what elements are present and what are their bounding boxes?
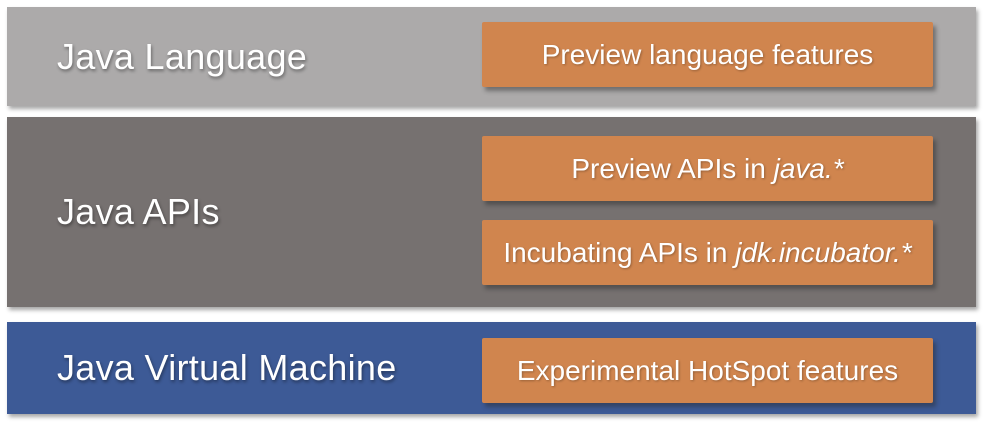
layer-java-apis: Java APIs Preview APIs in java.* Incubat… — [7, 117, 976, 307]
feature-box-preview-language-features: Preview language features — [482, 22, 933, 87]
feature-box-incubating-apis: Incubating APIs in jdk.incubator.* — [482, 220, 933, 285]
feature-box-text: Experimental HotSpot features — [516, 354, 899, 386]
layer-java-virtual-machine: Java Virtual Machine Experimental HotSpo… — [7, 322, 976, 414]
layer-java-language: Java Language Preview language features — [7, 7, 976, 106]
feature-box-preview-apis: Preview APIs in java.* — [482, 136, 933, 201]
layer-java-apis-label: Java APIs — [57, 191, 220, 232]
feature-box-experimental-hotspot-features: Experimental HotSpot features — [482, 338, 933, 403]
feature-box-italic-text: jdk.incubator.* — [735, 236, 912, 268]
layer-java-language-label: Java Language — [57, 35, 308, 77]
feature-box-text: Preview language features — [541, 38, 874, 70]
feature-box-text: Preview APIs in — [571, 152, 774, 184]
layer-java-virtual-machine-label: Java Virtual Machine — [57, 347, 397, 388]
feature-box-text: Incubating APIs in — [503, 236, 736, 268]
feature-box-italic-text: java.* — [773, 152, 844, 184]
